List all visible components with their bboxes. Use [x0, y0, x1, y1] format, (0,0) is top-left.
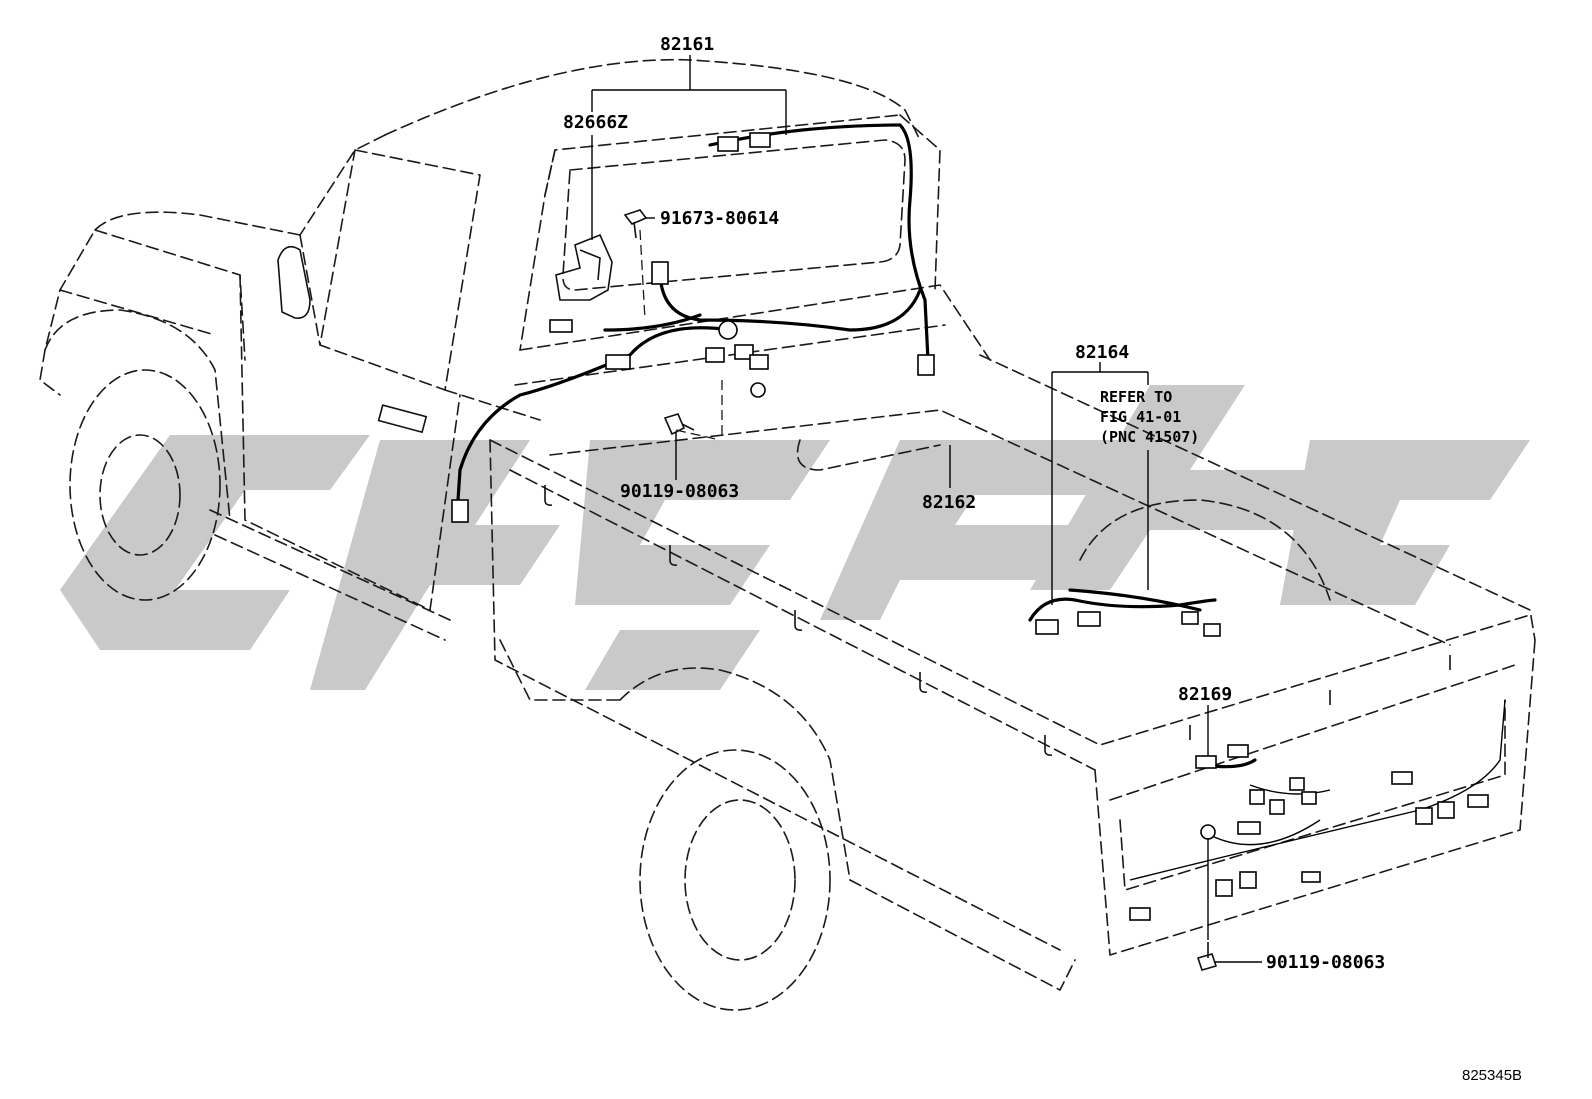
note-line-3: (PNC 41507): [1100, 428, 1199, 446]
screw-icon: [623, 209, 648, 239]
vehicle-outline: [39, 58, 1536, 1011]
wire-harnesses: [456, 123, 1506, 881]
callout-82162: 82162: [922, 492, 976, 513]
leader-lines: [591, 55, 1262, 963]
roof-harness: [708, 123, 930, 362]
note-line-1: REFER TO: [1100, 388, 1172, 406]
callout-82164: 82164: [1075, 342, 1129, 363]
callout-82169: 82169: [1178, 684, 1232, 705]
note-line-2: FIG 41-01: [1100, 408, 1181, 426]
figure-id: 825345B: [1462, 1067, 1522, 1084]
callout-82666z: 82666Z: [563, 112, 628, 133]
bracket-part: [555, 233, 613, 301]
callout-90119-08063-rear: 90119-08063: [1266, 952, 1385, 973]
callout-82161: 82161: [660, 34, 714, 55]
watermark: [60, 385, 1530, 690]
callout-91673-80614: 91673-80614: [660, 208, 779, 229]
bolt-rear-icon: [1196, 942, 1218, 971]
bolt-icon: [663, 413, 695, 436]
callout-90119-08063-cab: 90119-08063: [620, 481, 739, 502]
